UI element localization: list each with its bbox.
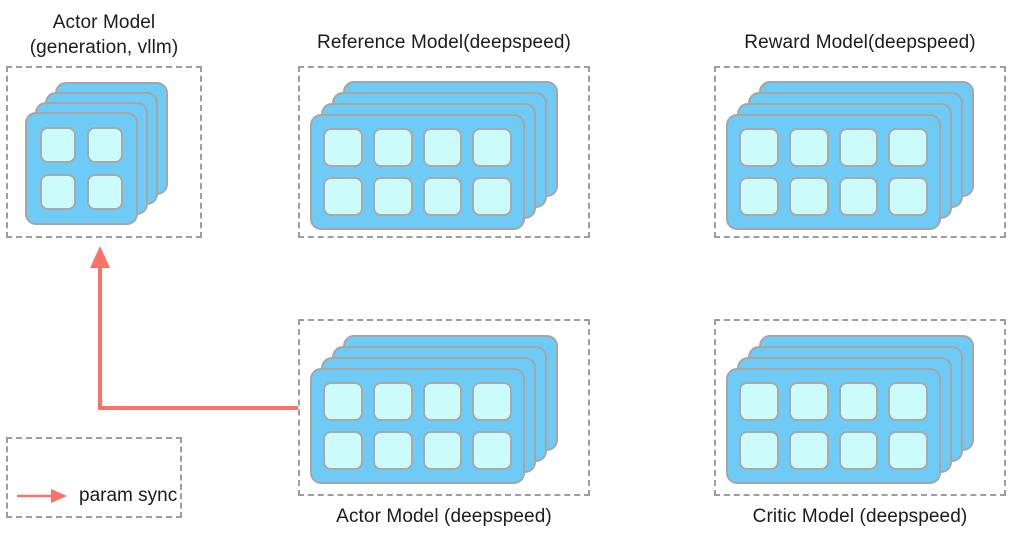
- card-cell: [788, 431, 829, 470]
- card-cell: [739, 177, 779, 216]
- group-title-reward-model: Reward Model(deepspeed): [744, 32, 976, 53]
- card-cell: [739, 431, 779, 470]
- group-box-actor-vllm: [6, 66, 202, 238]
- card-cell: [422, 431, 463, 470]
- param-sync-line: [98, 262, 298, 410]
- card-cell: [372, 177, 413, 216]
- card-cell: [372, 128, 413, 167]
- card-cell: [472, 177, 512, 216]
- card-stack-critic-model: [716, 321, 1004, 494]
- card-cell: [40, 127, 76, 163]
- card-cell: [888, 177, 928, 216]
- group-title-critic-model: Critic Model (deepspeed): [752, 506, 968, 527]
- card-cell: [422, 177, 463, 216]
- card-cell: [87, 174, 123, 210]
- card-cell: [888, 431, 928, 470]
- card-cell: [838, 128, 879, 167]
- card-cell: [323, 128, 363, 167]
- card-layer-1: [25, 112, 138, 225]
- card-cell: [422, 382, 463, 421]
- card-cell: [739, 382, 779, 421]
- card-layer-1: [726, 114, 941, 230]
- card-cell: [372, 431, 413, 470]
- card-layer-1: [310, 114, 525, 230]
- legend-row: param sync: [6, 479, 182, 513]
- legend-box: [6, 437, 182, 518]
- card-stack-reference-model: [300, 68, 588, 236]
- group-title-actor-vllm: Actor Model (generation, vllm): [29, 12, 179, 58]
- card-cell: [323, 177, 363, 216]
- group-title-reference-model: Reference Model(deepspeed): [317, 32, 571, 53]
- card-cell: [323, 431, 363, 470]
- group-box-actor-deepspeed: [298, 319, 590, 496]
- card-cell: [422, 128, 463, 167]
- group-title-actor-deepspeed: Actor Model (deepspeed): [336, 506, 552, 527]
- legend-label: param sync: [79, 485, 178, 506]
- card-cell: [788, 177, 829, 216]
- card-layer-1: [310, 368, 525, 484]
- card-cell: [838, 177, 879, 216]
- card-cell: [788, 382, 829, 421]
- card-cell: [472, 382, 512, 421]
- card-cell: [87, 127, 123, 163]
- card-cell: [888, 382, 928, 421]
- card-stack-actor-deepspeed: [300, 321, 588, 494]
- card-stack-actor-vllm: [8, 68, 200, 236]
- card-cell: [472, 128, 512, 167]
- card-cell: [323, 382, 363, 421]
- card-layer-1: [726, 368, 941, 484]
- card-cell: [788, 128, 829, 167]
- card-cell: [838, 382, 879, 421]
- card-cell: [472, 431, 512, 470]
- card-stack-reward-model: [716, 68, 1004, 236]
- param-sync-arrowhead-icon: [90, 246, 110, 268]
- group-box-reward-model: [714, 66, 1006, 238]
- card-cell: [372, 382, 413, 421]
- card-cell: [739, 128, 779, 167]
- group-box-reference-model: [298, 66, 590, 238]
- card-cell: [838, 431, 879, 470]
- card-cell: [40, 174, 76, 210]
- group-box-critic-model: [714, 319, 1006, 496]
- card-cell: [888, 128, 928, 167]
- arrow-right-icon: [17, 489, 67, 503]
